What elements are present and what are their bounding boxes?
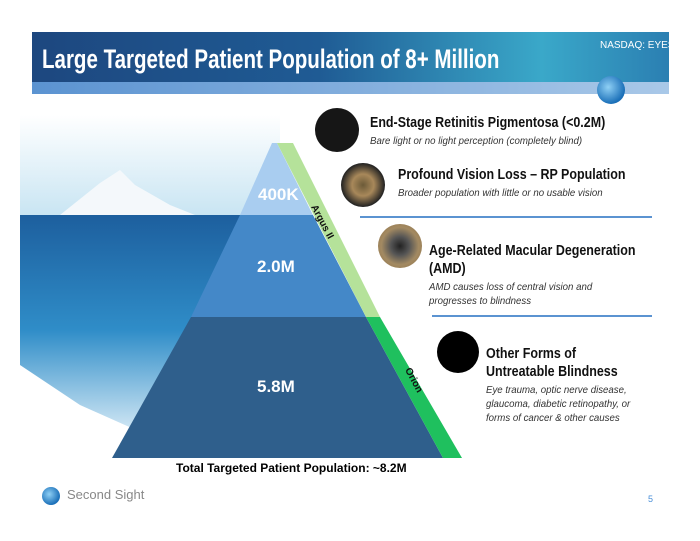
tunnel-vision-icon: [341, 163, 385, 207]
company-logo-icon: [42, 487, 60, 505]
pyramid-tier-bottom: [112, 317, 443, 458]
blind-eye-icon: [437, 331, 479, 373]
blind-eye-icon: [315, 108, 359, 152]
segment-desc: Eye trauma, optic nerve disease, glaucoma…: [486, 383, 630, 425]
ticker-label: NASDAQ: EYES: [600, 40, 675, 51]
slide-title: Large Targeted Patient Population of 8+ …: [42, 44, 500, 74]
segment-desc-line: forms of cancer & other causes: [486, 412, 620, 424]
tier-label-400k: 400K: [258, 185, 299, 204]
header-band: [32, 82, 669, 94]
segment-title-line: (AMD): [429, 261, 466, 277]
tier-label-2m: 2.0M: [257, 257, 295, 276]
segment-desc-line: glaucoma, diabetic retinopathy, or: [486, 398, 631, 410]
segment-desc-line: AMD causes loss of central vision and: [429, 281, 593, 293]
segment-desc-line: progresses to blindness: [429, 295, 532, 307]
segment-title-line: Untreatable Blindness: [486, 364, 618, 380]
page-number: 5: [648, 494, 654, 504]
segment-desc-line: Eye trauma, optic nerve disease,: [486, 384, 627, 396]
total-population: Total Targeted Patient Population: ~8.2M: [176, 461, 407, 475]
argus-band: [277, 143, 380, 317]
segment-title: Other Forms of Untreatable Blindness: [486, 345, 618, 381]
tier-label-5-8m: 5.8M: [257, 377, 295, 396]
central-vision-loss-icon: [378, 224, 422, 268]
segment-desc: Broader population with little or no usa…: [398, 187, 603, 199]
pyramid-tier-top: [240, 143, 313, 215]
divider: [360, 216, 652, 218]
segment-desc: Bare light or no light perception (compl…: [370, 135, 583, 147]
header-bar: [32, 32, 669, 82]
company-name: Second Sight: [67, 487, 145, 502]
segment-title: Profound Vision Loss – RP Population: [398, 167, 626, 183]
segment-title: Age-Related Macular Degeneration (AMD): [429, 242, 636, 278]
orion-band: [366, 317, 462, 458]
segment-desc: AMD causes loss of central vision and pro…: [429, 280, 592, 308]
pyramid-tier-middle: [191, 215, 366, 317]
divider: [432, 315, 652, 317]
segment-title: End-Stage Retinitis Pigmentosa (<0.2M): [370, 115, 606, 131]
segment-title-line: Other Forms of: [486, 346, 577, 362]
segment-title-line: Age-Related Macular Degeneration: [429, 243, 636, 259]
logo-orb-icon: [597, 76, 625, 104]
